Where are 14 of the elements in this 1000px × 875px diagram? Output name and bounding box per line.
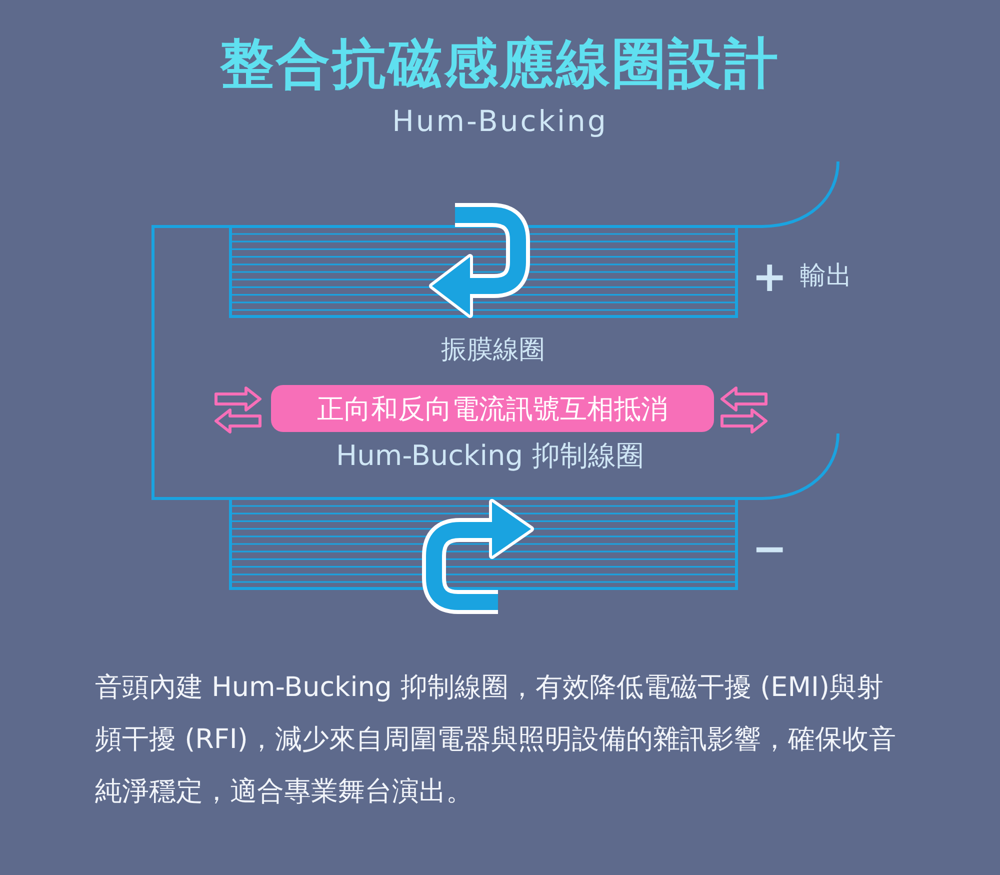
- label-pill: 正向和反向電流訊號互相抵消: [271, 385, 714, 432]
- title: 整合抗磁感應線圈設計: [219, 31, 781, 97]
- wire: [152, 225, 229, 500]
- subtitle: Hum-Bucking: [391, 104, 609, 138]
- coil-drawing: [229, 225, 738, 318]
- plus-sign: +: [752, 252, 788, 302]
- coil-label: 振膜線圈: [440, 334, 546, 367]
- minus-sign: −: [752, 524, 788, 574]
- output-label: 輸出: [800, 260, 852, 293]
- wire: [738, 161, 840, 228]
- coil-drawing: [229, 497, 738, 590]
- wire: [738, 433, 840, 500]
- coil-label: Hum-Bucking 抑制線圈: [335, 438, 645, 474]
- description-paragraph: 音頭內建 Hum-Bucking 抑制線圈，有效降低電磁干擾 (EMI)與射頻干擾 (RFI)，減少來自周圍電器與照明設備的雜訊影響，確保收音純淨穩定，適合專業舞台演出。: [95, 671, 897, 809]
